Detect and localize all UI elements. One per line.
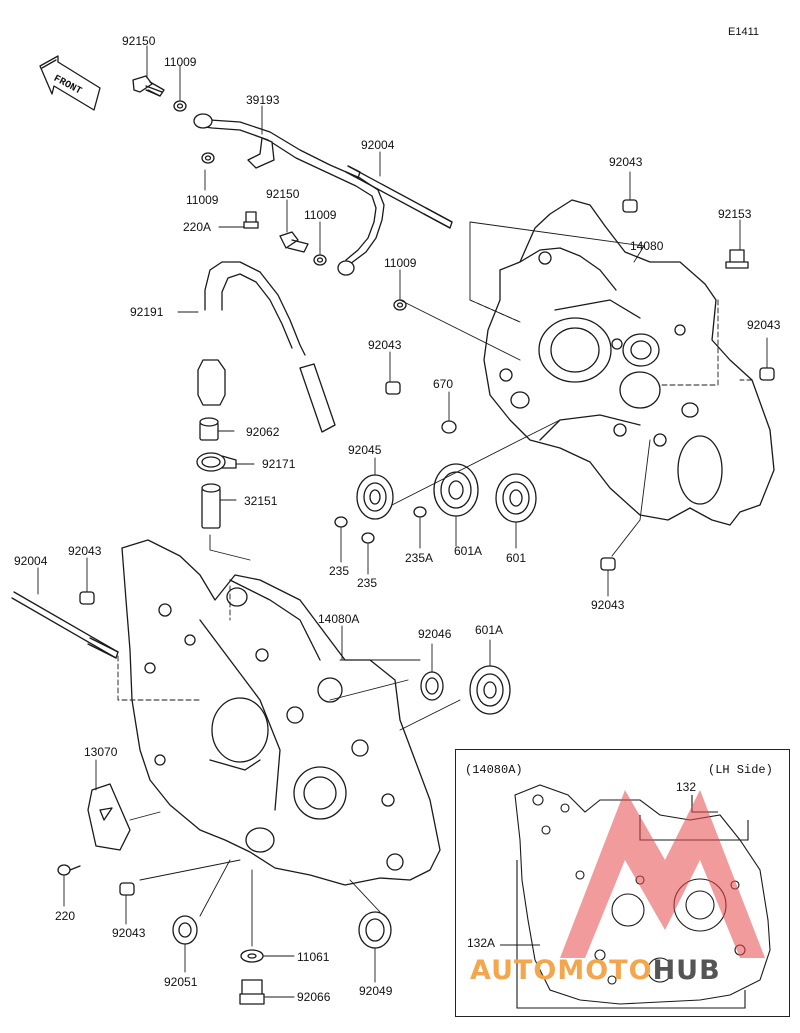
watermark-part1: AUTOMOTO [470,955,653,986]
part-label: 11009 [186,193,219,207]
part-label: 235 [357,576,378,590]
part-label: 13070 [84,745,118,759]
clamp-92171-icon [196,452,237,472]
part-label: 32151 [244,494,278,508]
oil-seal-92051-icon [172,915,198,945]
part-label: 92046 [418,627,452,641]
bearing-601A-b-icon [469,665,511,715]
plug-92066-icon [239,979,265,1005]
dowel-pin-icon [79,199,775,896]
bearing-92045-icon [356,474,394,520]
part-label: 92043 [112,926,146,940]
bolt-92150-b-icon [279,231,309,253]
washer-11009-icon-b [201,152,215,164]
washer-11009-icon-c [313,254,327,266]
inset-panel [455,749,790,1017]
part-label: 92150 [122,34,156,48]
part-label: 92004 [14,554,48,568]
washer-11009-icon-d [393,299,407,311]
part-label: 39193 [246,93,280,107]
part-label: 11061 [297,950,330,964]
bearing-92046-icon [420,671,444,701]
stud-92004-b-icon [11,591,119,659]
part-label: 92153 [718,207,752,221]
inset-label-132a: 132A [467,936,496,950]
screw-220-icon [57,864,81,876]
part-label: 92049 [359,984,393,998]
bearing-601-icon [495,473,537,523]
collar-92062-icon [199,417,219,441]
washer-11061-icon [240,949,264,963]
part-label: 92043 [68,544,102,558]
bolt-92150-icon [132,75,165,97]
washer-11009-icon [173,100,187,112]
part-label: 92150 [266,187,300,201]
oil-seal-92049-icon [358,911,392,949]
part-label: 92043 [368,338,402,352]
part-label: 92045 [348,443,382,457]
part-label: 92004 [361,138,395,152]
part-label: 235 [329,564,350,578]
part-label: 220 [55,909,76,923]
diagram-code: E1411 [728,26,759,38]
bolt-92153-icon [725,249,749,269]
part-label: 14080A [318,612,360,626]
pipe-32151-icon [201,483,221,529]
part-label: 220A [183,220,212,234]
left-crankcase-shape [121,539,441,886]
part-label: 601A [475,623,504,637]
inset-title-right: (LH Side) [708,763,773,777]
part-label: 670 [433,377,454,391]
part-label: 11009 [304,208,337,222]
inset-title-left: (14080A) [465,763,523,777]
part-label: 14080 [630,239,664,253]
inset-label-132: 132 [676,780,697,794]
watermark-part2: HUB [652,955,721,986]
part-label: 92066 [297,990,331,1004]
plate-13070-icon [87,783,131,851]
front-arrow-icon [39,55,101,111]
part-label: 92043 [609,155,643,169]
part-label: 601A [454,544,483,558]
right-crankcase-shape [483,199,775,526]
part-label: 92043 [591,598,625,612]
bolt-220A-icon [243,211,259,229]
part-label: 92043 [747,318,781,332]
part-label: 11009 [384,256,417,270]
part-label: 11009 [164,55,197,69]
hose-icon [197,261,336,433]
part-label: 601 [506,551,527,565]
part-label: 92051 [164,975,198,989]
part-label: 92191 [130,305,164,319]
part-label: 235A [405,551,434,565]
part-label: 92062 [246,425,280,439]
o-ring-icon [441,420,457,434]
stud-92004-icon [345,165,453,229]
watermark-logo-icon [560,790,765,958]
screw-235-icon [334,506,427,544]
bearing-601A-icon [433,463,479,517]
part-label: 92171 [262,457,296,471]
watermark-text: AUTOMOTOHUB [470,955,721,986]
